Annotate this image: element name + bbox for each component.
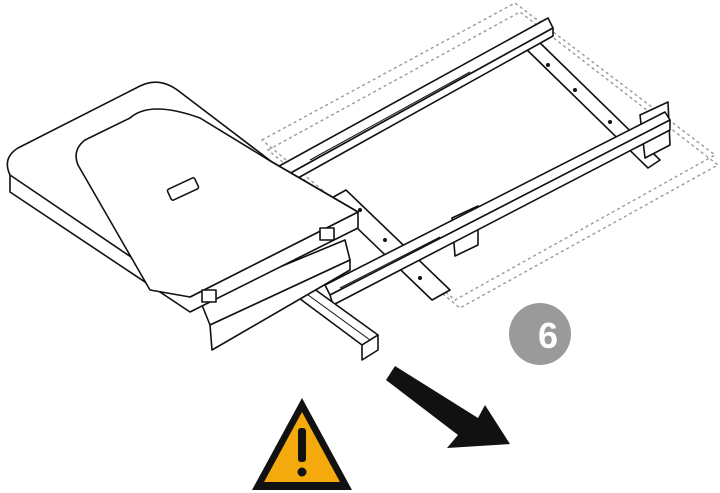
step-number: 6 xyxy=(538,315,558,356)
arrow-down-right-icon xyxy=(386,366,510,448)
upper-slide-rail xyxy=(271,17,554,189)
board-base-frame xyxy=(199,239,351,351)
step-number-badge: 6 xyxy=(509,303,571,365)
board-latch xyxy=(166,177,200,201)
lower-slide-rail xyxy=(324,111,671,306)
ironing-board xyxy=(6,81,359,313)
warning-triangle-icon xyxy=(252,398,352,490)
